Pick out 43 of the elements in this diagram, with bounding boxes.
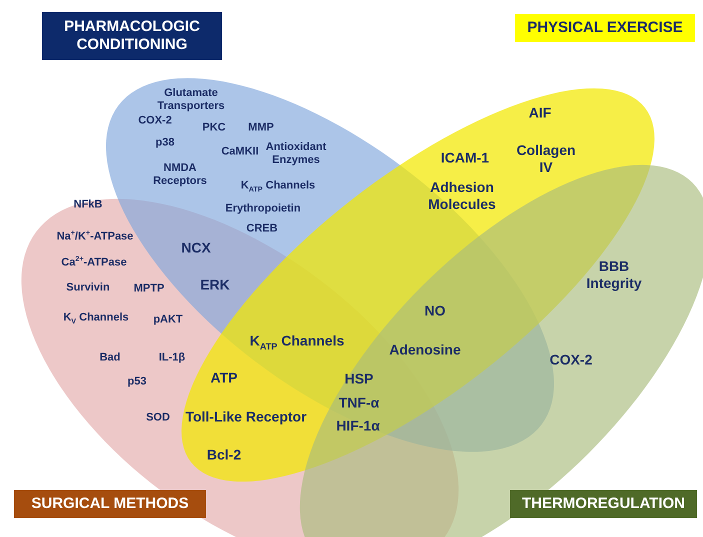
item-label: Na$^{+}$/K$^{+}$-ATPase <box>56 230 134 244</box>
item-label: PKC <box>201 121 227 135</box>
item-label: ATP <box>210 370 238 386</box>
item-label: MPTP <box>132 282 166 296</box>
item-label: Erythropoietin <box>224 202 302 216</box>
item-label: NFkB <box>72 198 104 212</box>
item-label: COX-2 <box>548 352 594 368</box>
item-label: K$_{V}$ Channels <box>62 311 130 325</box>
item-label: p38 <box>154 136 176 150</box>
item-label: NCX <box>180 240 212 256</box>
item-label: p53 <box>126 375 148 389</box>
item-label: BBB Integrity <box>585 258 643 292</box>
item-label: Bad <box>98 351 122 365</box>
item-label: HIF-1α <box>335 418 381 434</box>
item-label: Bcl-2 <box>206 446 242 464</box>
item-label: COX-2 <box>137 114 173 128</box>
item-label: SOD <box>145 411 171 425</box>
category-title: PHYSICAL EXERCISE <box>515 14 695 42</box>
item-label: Collagen IV <box>515 142 577 176</box>
item-label: NMDA Receptors <box>152 162 208 188</box>
item-label: K$_{ATP}$ Channels <box>248 332 346 350</box>
item-label: Toll-Like Receptor <box>184 408 308 426</box>
item-label: Ca$^{2+}$-ATPase <box>60 256 128 270</box>
item-label: HSP <box>344 370 374 388</box>
item-label: pAKT <box>152 313 184 327</box>
item-label: K$_{ATP}$ Channels <box>240 179 316 193</box>
category-title: SURGICAL METHODS <box>14 490 206 518</box>
item-label: AIF <box>528 104 552 122</box>
item-label: ICAM-1 <box>440 150 490 166</box>
item-label: NO <box>424 302 446 320</box>
item-label: ERK <box>199 276 231 294</box>
item-label: CREB <box>245 222 279 236</box>
category-title: THERMOREGULATION <box>510 490 697 518</box>
item-label: CaMKII <box>220 145 260 159</box>
item-label: MMP <box>247 121 275 135</box>
item-label: Adenosine <box>388 342 462 358</box>
item-label: Survivin <box>65 281 111 295</box>
category-title: PHARMACOLOGIC CONDITIONING <box>42 12 222 60</box>
item-label: IL-1β <box>158 351 186 365</box>
item-label: TNF-α <box>338 394 380 412</box>
item-label: Glutamate Transporters <box>156 86 226 114</box>
item-label: Adhesion Molecules <box>427 179 497 213</box>
item-label: Antioxidant Enzymes <box>264 140 328 168</box>
